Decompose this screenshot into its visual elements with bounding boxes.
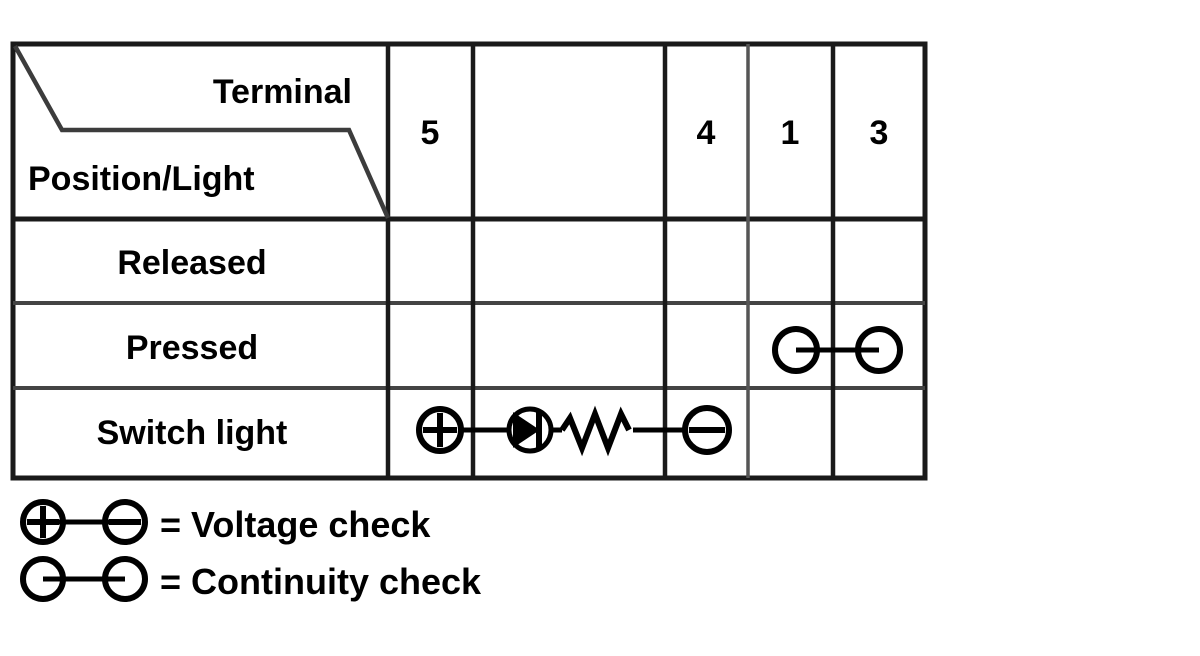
table-outer-border <box>10 41 928 481</box>
plus-terminal-icon <box>416 406 464 454</box>
legend-item-continuity-check: = Continuity check <box>20 556 482 602</box>
row-label-switch-light: Switch light <box>97 414 288 452</box>
led-circle <box>506 406 554 454</box>
row-label-released: Released <box>117 244 266 282</box>
legend-minus-circle <box>102 499 148 545</box>
led-triangle <box>513 412 540 448</box>
corner-diagonal-divider <box>13 44 391 219</box>
column-header-3: 3 <box>870 114 889 152</box>
led-diode-icon <box>506 406 554 454</box>
row-label-pressed: Pressed <box>126 329 258 367</box>
switch-light-circuit <box>416 405 732 457</box>
legend-plus-circle <box>20 499 66 545</box>
legend-item-voltage-check: = Voltage check <box>20 499 431 545</box>
corner-bottom-label: Position/Light <box>28 160 255 198</box>
legend-minus-icon <box>102 499 148 545</box>
legend-voltage-check-text: = Voltage check <box>160 504 431 545</box>
continuity-circle-left <box>772 326 820 374</box>
table-frame <box>10 41 928 481</box>
resistor-zigzag <box>559 405 632 457</box>
minus-terminal-circle <box>682 405 732 455</box>
column-header-1: 1 <box>781 114 800 152</box>
corner-header-cell: Terminal Position/Light <box>13 44 391 219</box>
row-labels: Released Pressed Switch light <box>97 244 288 452</box>
pressed-row-continuity-symbol <box>772 326 903 374</box>
column-header-4: 4 <box>697 114 716 152</box>
legend-continuity-circle-left <box>20 556 66 602</box>
corner-top-label: Terminal <box>213 73 352 111</box>
minus-terminal-icon <box>682 405 732 455</box>
legend-continuity-circle-right <box>102 556 148 602</box>
continuity-circle-right <box>855 326 903 374</box>
column-header-5: 5 <box>421 114 440 152</box>
column-headers: 5 4 1 3 <box>421 114 889 152</box>
legend-plus-icon <box>20 499 66 545</box>
plus-terminal-circle <box>416 406 464 454</box>
legend-continuity-check-text: = Continuity check <box>160 561 482 602</box>
